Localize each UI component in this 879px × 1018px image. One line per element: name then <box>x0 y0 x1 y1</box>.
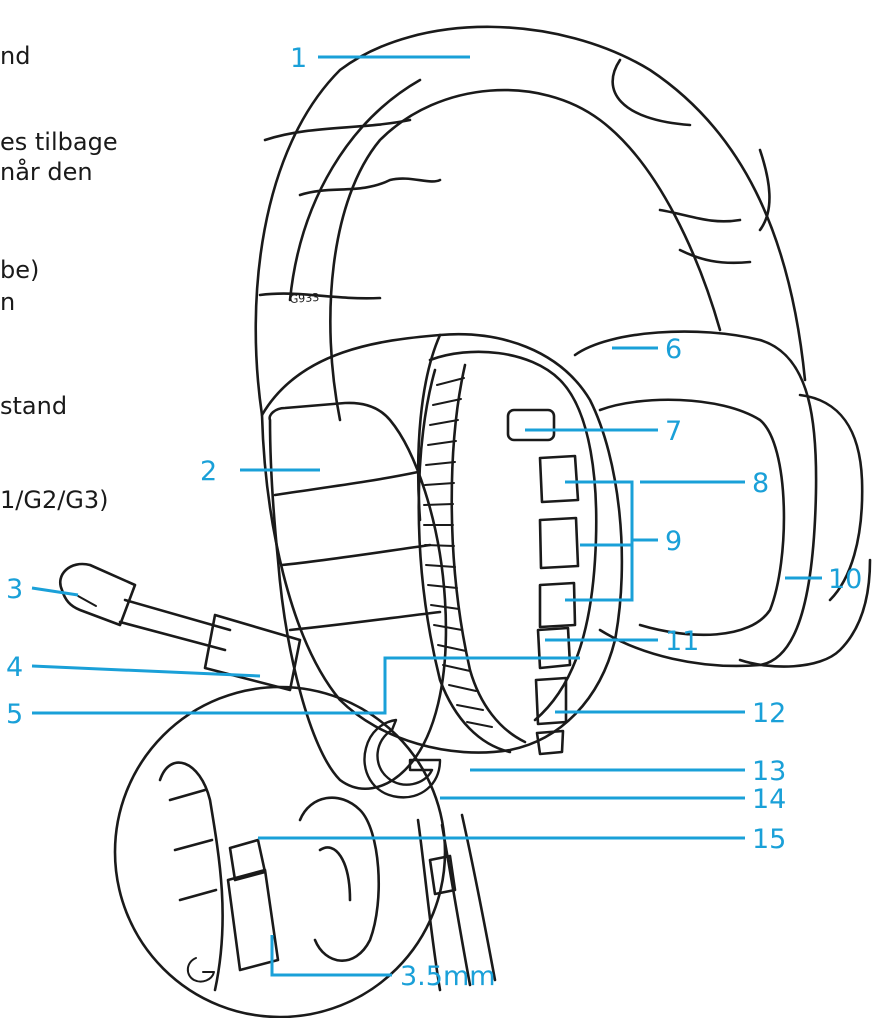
cover-slot-3 <box>288 610 442 632</box>
inset-g-logo-icon <box>186 957 215 983</box>
usb-receiver <box>226 868 280 972</box>
callout-4: 4 <box>6 652 23 683</box>
side-text-line-7: 1/G2/G3) <box>0 486 109 514</box>
callout-3: 3 <box>6 574 23 605</box>
mic-mute-button <box>506 408 556 442</box>
callout-lines <box>31 55 822 977</box>
cable-c <box>460 813 497 982</box>
lighting-strip-inner <box>450 363 527 744</box>
side-text-line-6: stand <box>0 392 68 420</box>
headband-outer <box>254 25 807 417</box>
inset-earcup-inner <box>318 846 352 902</box>
headband-segment-6 <box>258 292 382 300</box>
power-switch <box>535 729 565 756</box>
lighting-strip-outer <box>417 368 512 754</box>
mic-tip <box>59 562 137 627</box>
right-earcup-back <box>738 558 872 668</box>
lighting-strip-ribs <box>423 377 493 728</box>
headband-segment-3 <box>298 177 442 197</box>
headband-edge-top <box>288 78 422 302</box>
right-earcup-rim <box>798 393 864 602</box>
mic-boom-base <box>203 613 302 692</box>
callout-9: 9 <box>665 526 682 557</box>
callout-15: 15 <box>752 824 786 855</box>
callout-3-5mm: 3.5mm <box>400 961 496 992</box>
cable-connector <box>428 854 457 896</box>
g1-button <box>538 454 580 504</box>
callout-5: 5 <box>6 699 23 730</box>
cover-slot-2 <box>280 543 432 567</box>
callout-6: 6 <box>665 334 682 365</box>
side-text-line-2: es tilbage <box>0 128 118 156</box>
mic-wheel <box>534 676 568 726</box>
callout-2: 2 <box>200 456 217 487</box>
callout-1: 1 <box>290 43 307 74</box>
g3-button <box>538 581 577 629</box>
inset-headset-plate <box>158 761 224 992</box>
cover-slot-1 <box>273 470 420 497</box>
right-earcup-pad <box>573 330 818 668</box>
side-text-line-5: n <box>0 288 16 316</box>
callout-8: 8 <box>752 468 769 499</box>
side-text-line-4: be) <box>0 256 40 284</box>
volume-wheel <box>536 626 572 670</box>
headband-inner <box>329 88 722 422</box>
callout-12: 12 <box>752 698 786 729</box>
usb-plug <box>228 838 267 882</box>
g2-button <box>538 516 580 570</box>
headband-segment-4 <box>658 208 742 223</box>
headband-segment-5 <box>678 248 752 265</box>
callout-13: 13 <box>752 756 786 787</box>
model-label-text: G933 <box>289 291 319 306</box>
callout-11: 11 <box>665 626 699 657</box>
left-earcup-inner-ring <box>428 350 598 722</box>
headband-segment-2 <box>611 58 692 127</box>
side-text-line-3: når den <box>0 158 93 186</box>
inset-circle <box>113 685 447 1018</box>
side-text-line-1: nd <box>0 42 31 70</box>
inset-earcup <box>298 796 380 962</box>
callout-7: 7 <box>665 416 682 447</box>
headband-segment-1 <box>263 118 412 142</box>
g-logo-icon <box>363 718 442 799</box>
right-earcup-inner <box>598 398 786 637</box>
callout-10: 10 <box>828 564 862 595</box>
callout-14: 14 <box>752 784 786 815</box>
headband-segment-7 <box>758 148 771 232</box>
speaker-cover-plate <box>268 401 448 790</box>
left-earcup-edge <box>416 333 442 522</box>
